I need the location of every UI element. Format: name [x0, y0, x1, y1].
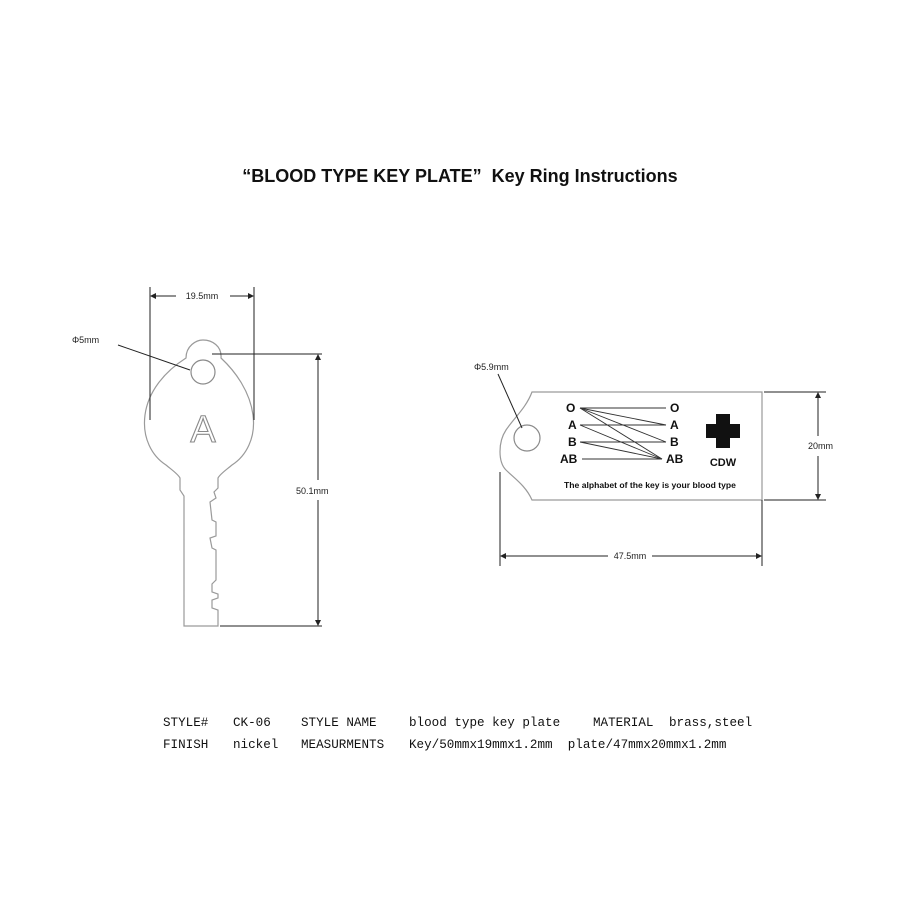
key-hole-label: Φ5mm	[72, 335, 99, 345]
key-hole-leader	[117, 344, 191, 371]
plate-drawing: Φ5.9mm O A B AB O A B AB	[474, 362, 833, 566]
brand-label: CDW	[710, 457, 737, 469]
spec-row-1: STYLE# CK-06 STYLE NAME blood type key p…	[163, 712, 783, 734]
key-outline	[143, 339, 255, 627]
plate-width-label: 47.5mm	[614, 551, 647, 561]
style-label: STYLE#	[163, 716, 209, 730]
key-drawing: A 19.5mm Φ5mm 50.1mm	[72, 287, 329, 627]
cross-icon	[706, 414, 740, 448]
finish-value: nickel	[233, 738, 279, 752]
spec-table: STYLE# CK-06 STYLE NAME blood type key p…	[163, 712, 783, 756]
type-left-b: B	[568, 435, 577, 449]
name-label: STYLE NAME	[301, 716, 377, 730]
material-value: brass,steel	[669, 716, 753, 730]
type-right-ab: AB	[666, 452, 684, 466]
plate-hole-leader	[497, 373, 523, 429]
key-letter: A	[190, 409, 216, 451]
type-left-o: O	[566, 401, 575, 415]
meas-value: Key/50mmx19mmx1.2mm plate/47mmx20mmx1.2m…	[409, 738, 727, 752]
plate-caption: The alphabet of the key is your blood ty…	[564, 480, 736, 490]
type-right-b: B	[670, 435, 679, 449]
plate-outline	[499, 391, 763, 501]
material-label: MATERIAL	[593, 716, 654, 730]
type-right-a: A	[670, 418, 679, 432]
style-value: CK-06	[233, 716, 271, 730]
meas-label: MEASURMENTS	[301, 738, 385, 752]
type-left-a: A	[568, 418, 577, 432]
type-right-o: O	[670, 401, 679, 415]
key-width-label: 19.5mm	[186, 291, 219, 301]
plate-height-label: 20mm	[808, 441, 833, 451]
plate-hole-label: Φ5.9mm	[474, 362, 509, 372]
finish-label: FINISH	[163, 738, 209, 752]
compatibility-lines	[579, 407, 667, 460]
plate-hole	[513, 424, 541, 452]
type-left-ab: AB	[560, 452, 578, 466]
page-title: “BLOOD TYPE KEY PLATE” Key Ring Instruct…	[242, 166, 678, 186]
name-value: blood type key plate	[409, 716, 561, 730]
spec-row-2: FINISH nickel MEASURMENTS Key/50mmx19mmx…	[163, 734, 783, 756]
key-hole	[190, 359, 216, 385]
key-length-label: 50.1mm	[296, 486, 329, 496]
